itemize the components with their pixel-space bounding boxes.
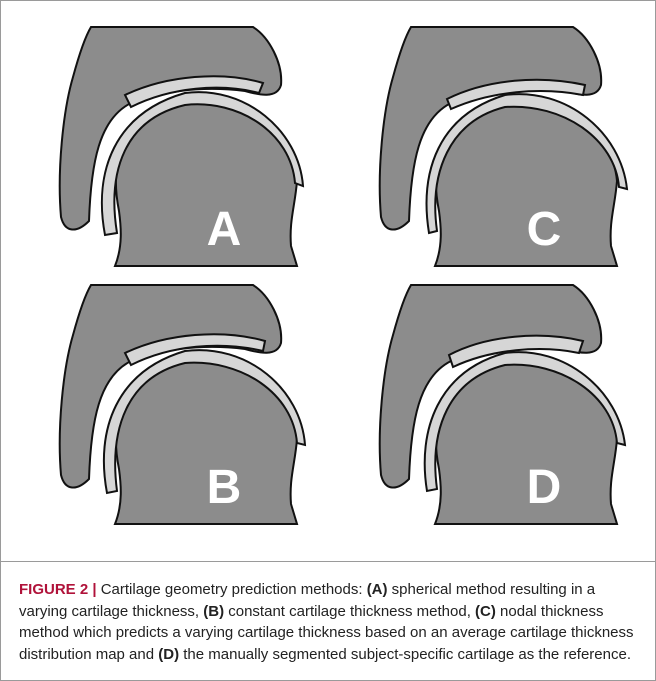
hip-joint-illustration-d	[327, 279, 652, 541]
caption-tag-d: (D)	[158, 646, 179, 663]
hip-joint-illustration-a	[7, 21, 332, 283]
caption-tag-b: (B)	[203, 603, 224, 620]
panel-b: B	[7, 279, 332, 541]
panel-d: D	[327, 279, 652, 541]
panel-letter-d: D	[509, 464, 579, 512]
panel-letter-b: B	[189, 464, 259, 512]
caption-tag-a: (A)	[367, 581, 388, 598]
figure-label: FIGURE 2 |	[19, 581, 97, 598]
hip-joint-illustration-b	[7, 279, 332, 541]
caption-divider	[1, 561, 655, 562]
caption-intro: Cartilage geometry prediction methods:	[97, 581, 367, 598]
hip-joint-illustration-c	[327, 21, 652, 283]
caption-tag-c: (C)	[475, 603, 496, 620]
figure-caption: FIGURE 2 | Cartilage geometry prediction…	[19, 579, 641, 665]
panel-c: C	[327, 21, 652, 283]
caption-text-d: the manually segmented subject-specific …	[179, 646, 631, 663]
panel-letter-a: A	[189, 206, 259, 254]
panel-a: A	[7, 21, 332, 283]
caption-text-b: constant cartilage thickness method,	[224, 603, 475, 620]
panel-letter-c: C	[509, 206, 579, 254]
